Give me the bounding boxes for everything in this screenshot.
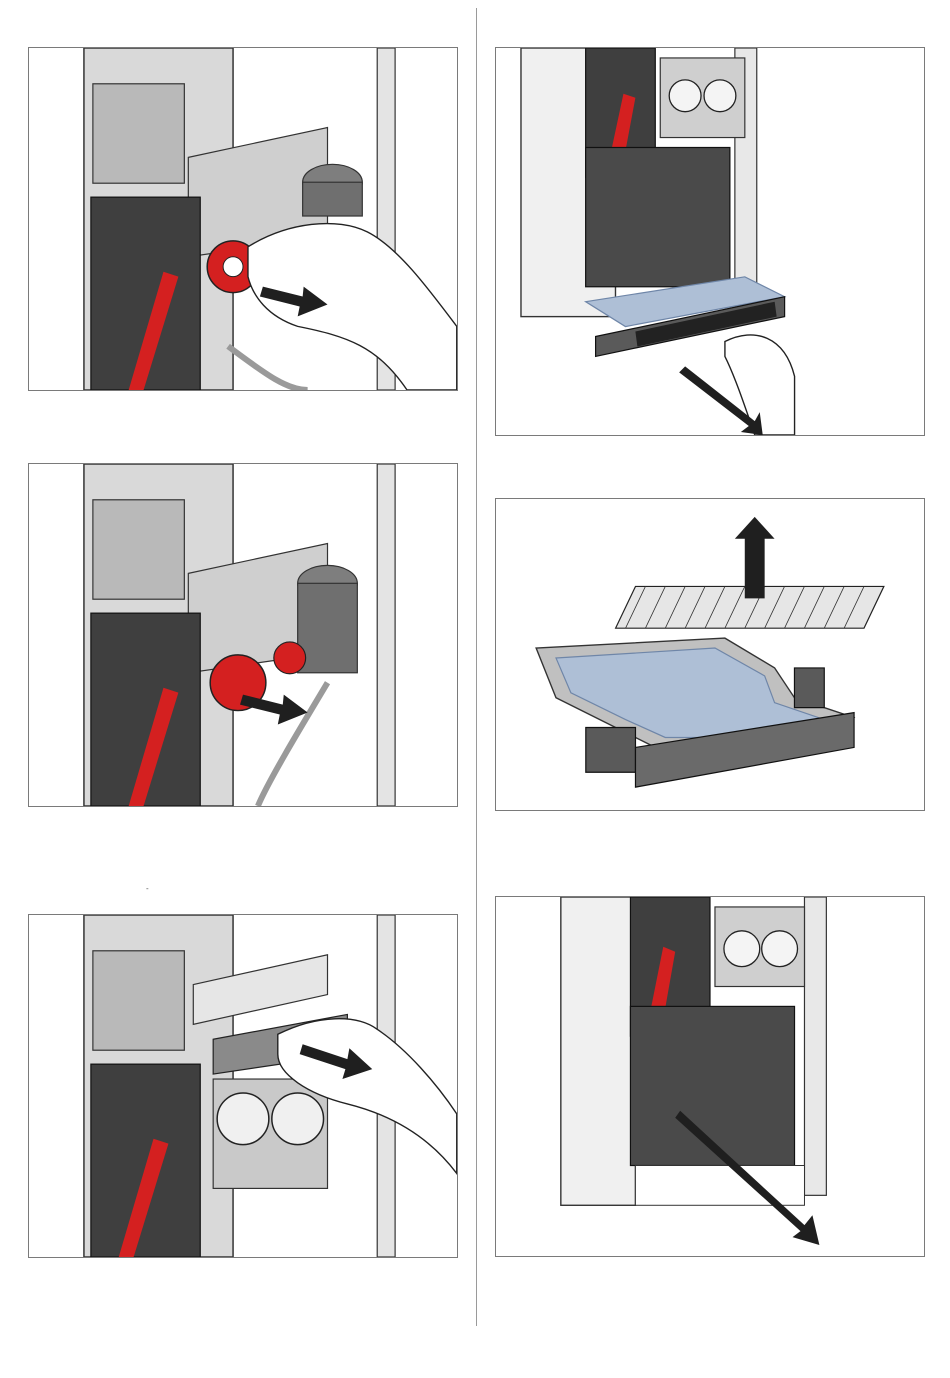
illustration-detach-valve-assembly bbox=[29, 464, 457, 806]
tray-back-right bbox=[794, 668, 824, 708]
valve-dial-left bbox=[724, 931, 760, 967]
hand bbox=[248, 224, 457, 390]
valve-dial-right bbox=[704, 80, 736, 112]
stray-mark: - bbox=[146, 884, 149, 893]
red-valve-cap bbox=[274, 642, 306, 674]
valve-dial-right bbox=[762, 931, 798, 967]
bin-compartment-floor bbox=[635, 1166, 804, 1206]
water-hose bbox=[228, 346, 308, 390]
arrow-pull-right bbox=[240, 695, 308, 725]
valve-dial-left bbox=[217, 1093, 269, 1145]
valve-dial-right bbox=[272, 1093, 324, 1145]
knob-center bbox=[223, 257, 243, 277]
illustration-pull-out-drip-tray bbox=[496, 48, 924, 435]
brew-unit bbox=[91, 1064, 200, 1257]
illustration-pull-out-waste-bin bbox=[496, 897, 924, 1256]
illustration-lift-grid-from-tray bbox=[496, 499, 924, 810]
machine-left-wall bbox=[561, 897, 636, 1205]
valve-body bbox=[298, 583, 358, 672]
illustration-remove-cover-plate bbox=[29, 915, 457, 1257]
upper-cover bbox=[93, 84, 184, 183]
upper-cover bbox=[93, 500, 184, 599]
connector-body bbox=[303, 182, 363, 216]
illustration-remove-red-valve-knob bbox=[29, 48, 457, 390]
panel-step-1 bbox=[28, 47, 458, 391]
waste-bin bbox=[586, 147, 730, 286]
panel-step-4 bbox=[495, 47, 925, 436]
upper-cover bbox=[93, 951, 184, 1050]
tray-front-left bbox=[586, 728, 636, 773]
panel-step-6 bbox=[495, 896, 925, 1257]
door-edge bbox=[377, 464, 395, 806]
panel-step-5 bbox=[495, 498, 925, 811]
panel-step-2 bbox=[28, 463, 458, 807]
panel-step-3 bbox=[28, 914, 458, 1258]
column-divider bbox=[476, 8, 477, 1326]
valve-dial-left bbox=[669, 80, 701, 112]
machine-right-wall bbox=[804, 897, 826, 1195]
